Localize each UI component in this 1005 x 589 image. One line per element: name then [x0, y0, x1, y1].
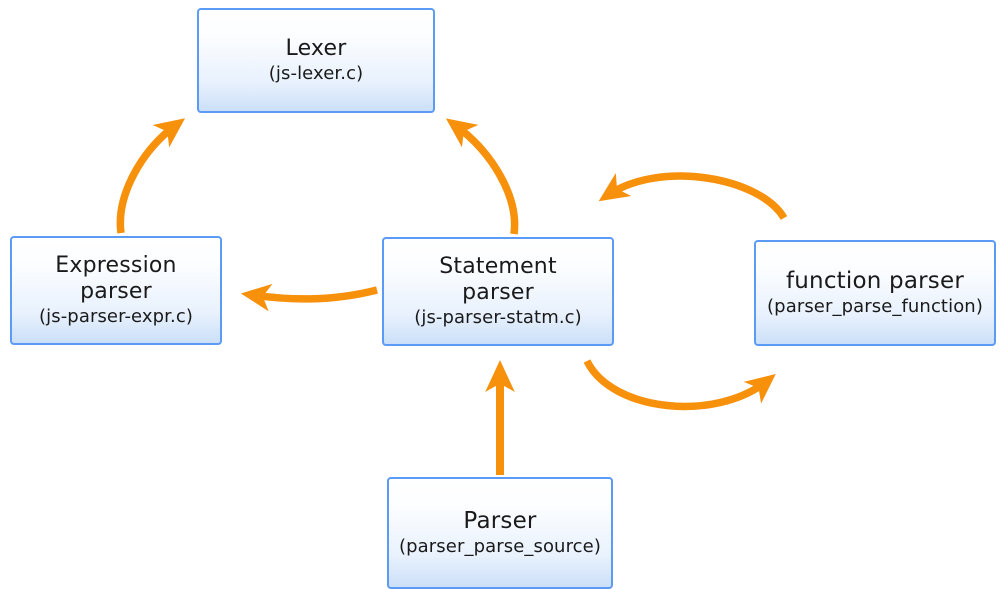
node-lexer[interactable]: Lexer (js-lexer.c) [197, 8, 435, 113]
node-statement-parser-subtitle: (js-parser-statm.c) [414, 307, 582, 329]
edge-function-to-statement [598, 172, 788, 221]
node-expression-parser[interactable]: Expression parser (js-parser-expr.c) [10, 236, 222, 345]
node-parser[interactable]: Parser (parser_parse_source) [387, 477, 613, 589]
node-statement-parser-title: Statement parser [439, 254, 557, 306]
node-function-parser-subtitle: (parser_parse_function) [767, 296, 983, 318]
edge-statement-to-function [583, 359, 776, 411]
node-expression-parser-title: Expression parser [55, 253, 177, 305]
node-parser-subtitle: (parser_parse_source) [399, 536, 601, 558]
node-lexer-title: Lexer [285, 36, 347, 62]
node-lexer-subtitle: (js-lexer.c) [268, 63, 364, 85]
node-statement-parser[interactable]: Statement parser (js-parser-statm.c) [382, 237, 614, 346]
node-function-parser[interactable]: function parser (parser_parse_function) [754, 240, 996, 346]
node-function-parser-title: function parser [785, 268, 964, 295]
node-expression-parser-subtitle: (js-parser-expr.c) [39, 306, 193, 328]
edge-expression-to-lexer [116, 118, 186, 234]
node-parser-title: Parser [463, 508, 537, 535]
edge-statement-to-expression [240, 283, 378, 312]
edge-statement-to-lexer [445, 118, 519, 235]
